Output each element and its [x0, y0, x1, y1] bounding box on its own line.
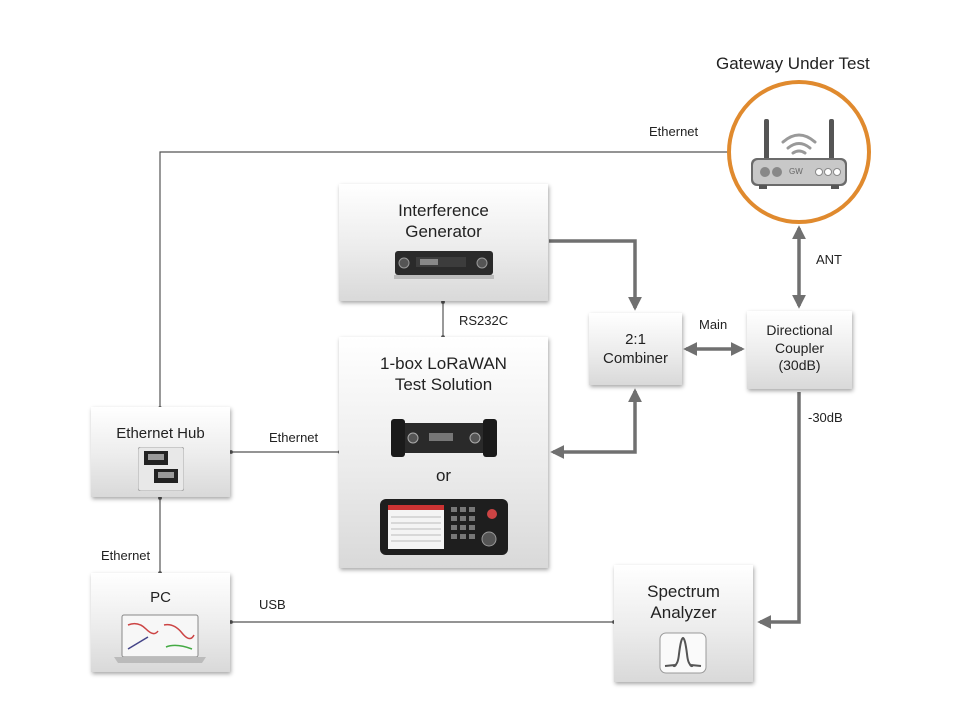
wifi-icon [781, 133, 817, 155]
rf-line-coupler-to-analyzer [757, 392, 801, 629]
ethernet-label-top: Ethernet [649, 124, 699, 139]
combiner-title: 2:1 Combiner [602, 331, 669, 367]
minus-30db-label: -30dB [808, 410, 843, 425]
gateway-router-icon [751, 119, 847, 189]
or-label: or [435, 466, 452, 485]
ethernet-hub-title: Ethernet Hub [116, 425, 205, 442]
signal-generator-device-icon [394, 251, 494, 279]
ethernet-label-hub-pc: Ethernet [101, 548, 151, 563]
ant-label: ANT [816, 252, 842, 267]
gateway-under-test: GW [727, 80, 871, 224]
laptop-icon [114, 614, 206, 663]
gateway-badge: GW [789, 167, 803, 176]
rf-line-generator-to-combiner [549, 239, 642, 311]
interference-generator-box: Interference Generator [339, 184, 548, 301]
ethernet-hub-box: Ethernet Hub [91, 407, 230, 497]
tester-device-icon [391, 419, 497, 457]
directional-coupler-box: Directional Coupler (30dB) [747, 311, 852, 389]
interference-generator-title: Interference Generator [398, 201, 489, 242]
pc-title: PC [150, 589, 171, 606]
ethernet-line-hub-to-gateway [158, 150, 734, 410]
analyzer-instrument-icon [380, 499, 508, 555]
directional-coupler-title: Directional Coupler (30dB) [766, 322, 833, 373]
spectrum-peak-icon [659, 632, 707, 674]
lorawan-test-solution-title: 1-box LoRaWAN Test Solution [380, 354, 507, 395]
ethernet-ports-icon [138, 447, 184, 491]
usb-label: USB [259, 597, 286, 612]
rf-line-solution-to-combiner [550, 388, 642, 459]
ethernet-label-hub-solution: Ethernet [269, 430, 319, 445]
gateway-under-test-title: Gateway Under Test [716, 54, 870, 73]
main-label: Main [699, 317, 728, 332]
pc-box: PC [91, 573, 230, 672]
combiner-box: 2:1 Combiner [589, 313, 682, 385]
lorawan-test-solution-box: 1-box LoRaWAN Test Solution or [339, 337, 548, 568]
spectrum-analyzer-title: Spectrum Analyzer [647, 582, 720, 623]
spectrum-analyzer-box: Spectrum Analyzer [614, 565, 753, 682]
rs232c-label: RS232C [459, 313, 509, 328]
